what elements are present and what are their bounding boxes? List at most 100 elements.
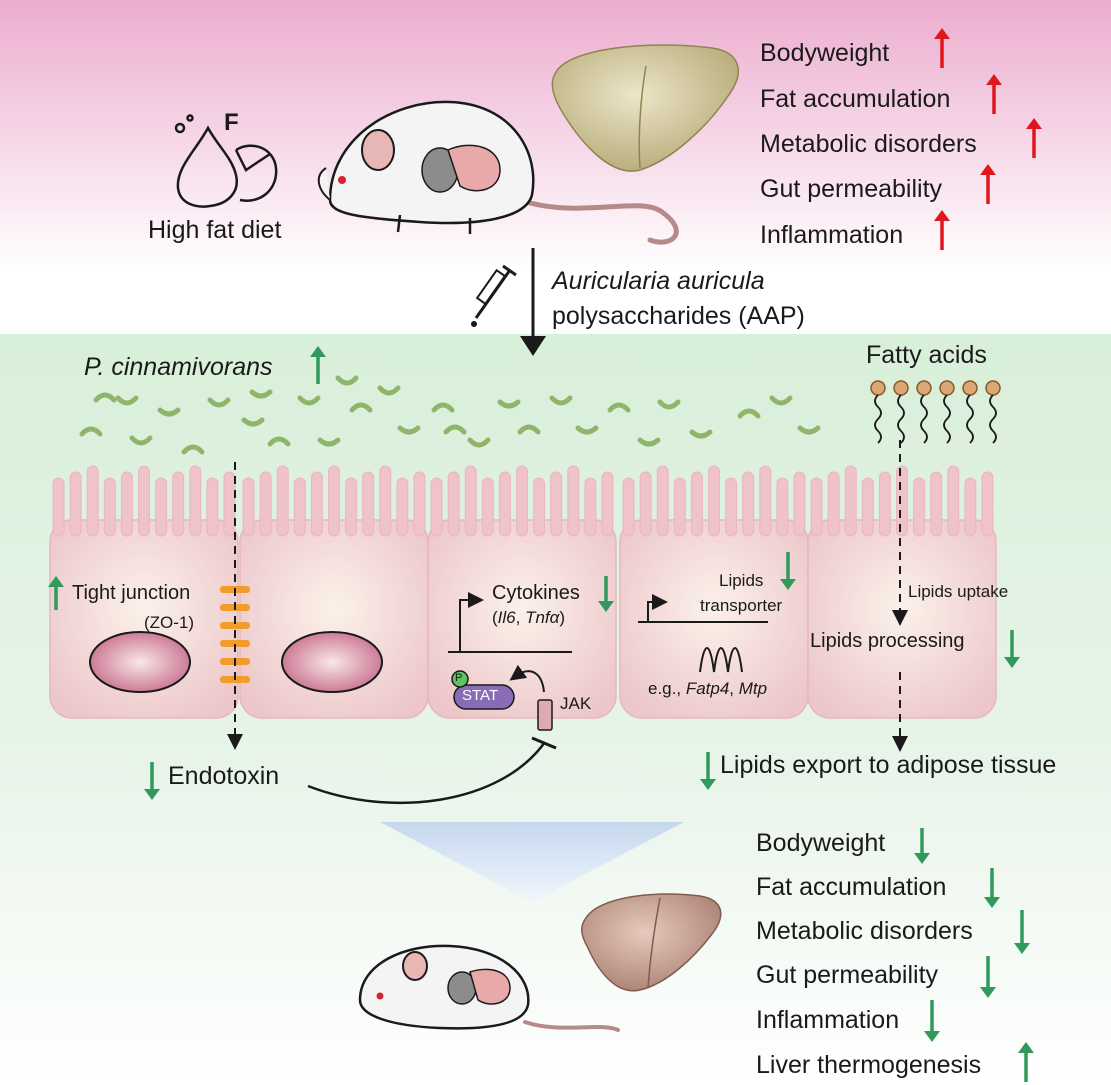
down-arrow-icon bbox=[984, 868, 1000, 908]
stat-protein bbox=[453, 684, 515, 710]
bacterium bbox=[181, 444, 205, 455]
hfd-effect-bodyweight: Bodyweight bbox=[760, 39, 890, 67]
bacterium bbox=[657, 399, 681, 410]
epithelial-cell bbox=[427, 465, 617, 719]
bacteria-cluster bbox=[79, 375, 821, 455]
treatment-name-line2: polysaccharides (AAP) bbox=[552, 302, 805, 330]
tight-junction-label: Tight junction bbox=[72, 582, 191, 604]
fatty-acid-tail bbox=[966, 394, 974, 444]
hfd-background bbox=[0, 0, 1111, 272]
stat-label: STAT bbox=[462, 687, 499, 704]
treatment-name-line1: Auricularia auricula bbox=[552, 267, 765, 295]
phospho-label: P bbox=[455, 672, 463, 684]
up-arrow-icon bbox=[934, 210, 950, 250]
bacterium bbox=[267, 436, 291, 447]
treatment-arrow bbox=[520, 336, 546, 356]
transporter-gene-promoter bbox=[638, 594, 768, 673]
aap-effect-fat-accumulation: Fat accumulation bbox=[756, 873, 947, 901]
down-arrow-icon bbox=[700, 752, 716, 790]
fatty-acid-tail bbox=[989, 394, 997, 444]
lipids-processing-label: Lipids processing bbox=[810, 630, 965, 652]
up-arrow-icon bbox=[980, 164, 996, 204]
aap-effect-inflammation: Inflammation bbox=[756, 1006, 900, 1034]
bacterium bbox=[431, 402, 455, 413]
down-arrow-icon bbox=[1014, 910, 1030, 954]
cytokine-genes: (Il6, Tnfα) bbox=[492, 608, 566, 627]
fatty-acid-tail bbox=[874, 394, 882, 444]
bacterium bbox=[549, 395, 573, 406]
fatty-acid-head bbox=[962, 380, 978, 396]
bacterium bbox=[249, 389, 273, 399]
bacterium bbox=[689, 429, 713, 439]
bacterium bbox=[93, 392, 117, 403]
up-arrow-icon bbox=[1018, 1042, 1034, 1082]
bacterium bbox=[797, 425, 821, 435]
mouse-aap-illustration bbox=[358, 944, 620, 1032]
bacterium bbox=[607, 402, 631, 413]
bacterium bbox=[575, 425, 599, 435]
bacterium bbox=[443, 424, 467, 435]
bacterium bbox=[497, 399, 521, 409]
fatty-acid-tail bbox=[943, 394, 951, 444]
down-arrow-icon bbox=[980, 956, 996, 998]
fatty-acids-label: Fatty acids bbox=[866, 341, 987, 369]
jak-receptor bbox=[537, 699, 553, 731]
bacterium bbox=[241, 417, 265, 427]
bacteria-label: P. cinnamivorans bbox=[84, 353, 273, 381]
mouse-hfd-illustration bbox=[317, 100, 679, 245]
down-arrow-icon bbox=[598, 576, 614, 612]
endotoxin-label: Endotoxin bbox=[168, 762, 280, 790]
aap-effect-liver-thermogenesis: Liver thermogenesis bbox=[756, 1051, 982, 1079]
hfd-effect-inflammation: Inflammation bbox=[760, 221, 904, 249]
bacterium bbox=[115, 395, 139, 406]
bacterium bbox=[79, 426, 103, 437]
down-arrow-icon bbox=[780, 552, 796, 590]
bacterium bbox=[157, 407, 181, 417]
jak-label: JAK bbox=[560, 694, 592, 713]
fatty-acid-molecules bbox=[870, 380, 1001, 444]
up-arrow-icon bbox=[986, 74, 1002, 114]
bacterium bbox=[317, 437, 341, 447]
bacterium bbox=[397, 425, 421, 435]
bacterium bbox=[769, 395, 793, 406]
cytokine-gene-promoter bbox=[448, 592, 572, 653]
phospho-marker bbox=[451, 670, 469, 688]
outcome-funnel bbox=[380, 822, 684, 902]
fatty-acid-head bbox=[916, 380, 932, 396]
nucleus-1 bbox=[89, 631, 191, 693]
fatty-acid-head bbox=[870, 380, 886, 396]
bacterium bbox=[297, 395, 321, 406]
down-arrow-icon bbox=[144, 762, 160, 800]
lipids-transporter-line2: transporter bbox=[700, 596, 783, 615]
up-arrow-icon bbox=[934, 28, 950, 68]
bacterium bbox=[737, 408, 761, 419]
hfd-effect-gut-permeability: Gut permeability bbox=[760, 175, 943, 203]
lipids-export-label: Lipids export to adipose tissue bbox=[720, 751, 1057, 779]
aap-effect-metabolic-disorders: Metabolic disorders bbox=[756, 917, 973, 945]
fatty-acid-head bbox=[985, 380, 1001, 396]
bacterium bbox=[377, 385, 401, 396]
change-arrows bbox=[48, 28, 1042, 1082]
fat-letter: F bbox=[224, 109, 239, 136]
down-arrow-icon bbox=[924, 1000, 940, 1042]
epithelial-cell bbox=[619, 465, 809, 719]
hfd-effect-fat-accumulation: Fat accumulation bbox=[760, 85, 951, 113]
high-fat-diet-label: High fat diet bbox=[148, 216, 282, 244]
down-arrow-icon bbox=[914, 828, 930, 864]
jak-stat-arrow bbox=[509, 664, 545, 693]
lipids-transporter-line1: Lipids bbox=[719, 571, 764, 590]
fatty-acid-head bbox=[939, 380, 955, 396]
hfd-effect-metabolic-disorders: Metabolic disorders bbox=[760, 130, 977, 158]
zo1-label: (ZO-1) bbox=[144, 613, 195, 632]
endotoxin-inhibition-curve bbox=[307, 741, 547, 805]
high-fat-diet-icon bbox=[174, 114, 278, 208]
bacterium bbox=[517, 424, 541, 435]
syringe-icon bbox=[471, 264, 517, 327]
cytokines-label: Cytokines bbox=[492, 582, 580, 604]
fatty-liver-illustration bbox=[551, 44, 739, 172]
nucleus-2 bbox=[281, 631, 383, 693]
up-arrow-icon bbox=[48, 576, 64, 610]
fatty-acid-tail bbox=[920, 394, 928, 444]
bacterium bbox=[129, 435, 153, 446]
